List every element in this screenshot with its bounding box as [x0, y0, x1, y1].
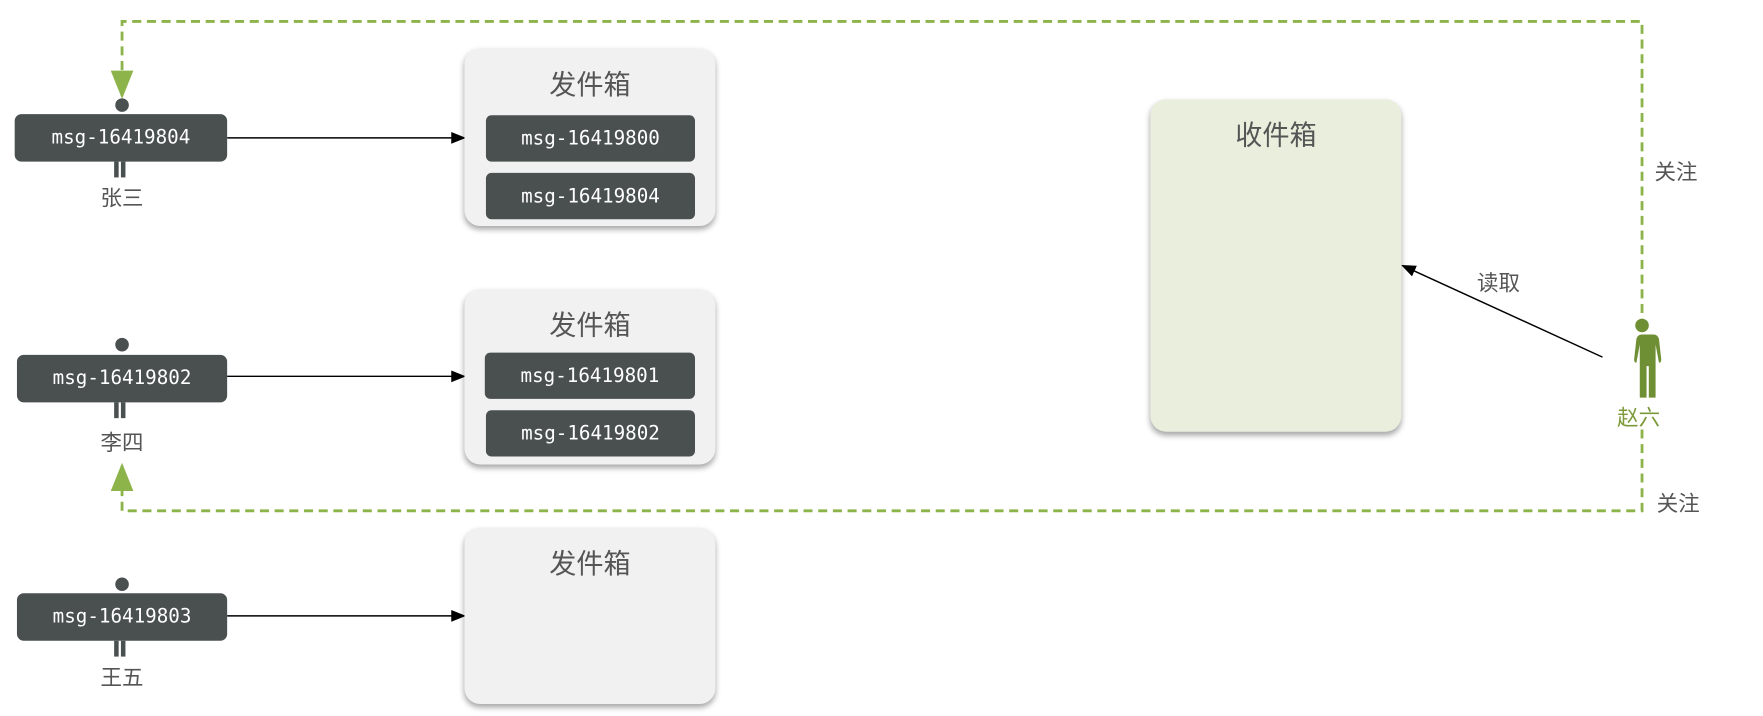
outbox-message[interactable]: msg-16419800: [485, 115, 696, 162]
outbox-title: 发件箱: [549, 309, 631, 342]
user-name: 张三: [100, 186, 144, 212]
user-name: 李四: [100, 430, 144, 456]
follow-line-bottom: [110, 429, 1644, 513]
inbox: 收件箱: [1150, 99, 1402, 432]
user-wangwu-message[interactable]: msg-16419803: [16, 593, 228, 641]
inbox-title: 收件箱: [1235, 119, 1317, 152]
read-arrow: [1401, 264, 1603, 358]
user-name: 王五: [100, 665, 144, 691]
outbox-2: 发件箱 msg-16419801 msg-16419802: [464, 289, 716, 465]
read-label: 读取: [1477, 271, 1521, 297]
user-legs-icon: [114, 161, 119, 178]
outbox-title: 发件箱: [549, 548, 631, 580]
outbox-message[interactable]: msg-16419804: [485, 172, 696, 220]
outbox-message[interactable]: msg-16419802: [485, 410, 696, 457]
follow-label-top: 关注: [1654, 160, 1698, 186]
outbox-message[interactable]: msg-16419801: [484, 352, 696, 399]
outbox-3: 发件箱: [464, 527, 716, 705]
outbox-title: 发件箱: [549, 68, 631, 101]
user-head-icon: [115, 577, 129, 592]
user-zhangsan-message[interactable]: msg-16419804: [14, 114, 228, 162]
outbox-1: 发件箱 msg-16419800 msg-16419804: [464, 48, 716, 227]
user-legs-icon: [114, 402, 119, 419]
user-lisi-message[interactable]: msg-16419802: [16, 354, 228, 403]
follow-label-bottom: 关注: [1656, 491, 1700, 517]
reader-name: 赵六: [1617, 405, 1661, 431]
follow-line-top: [110, 20, 1644, 328]
user-head-icon: [115, 337, 129, 352]
person-icon: [1630, 318, 1662, 398]
user-head-icon: [115, 98, 129, 112]
user-legs-icon: [114, 640, 119, 657]
